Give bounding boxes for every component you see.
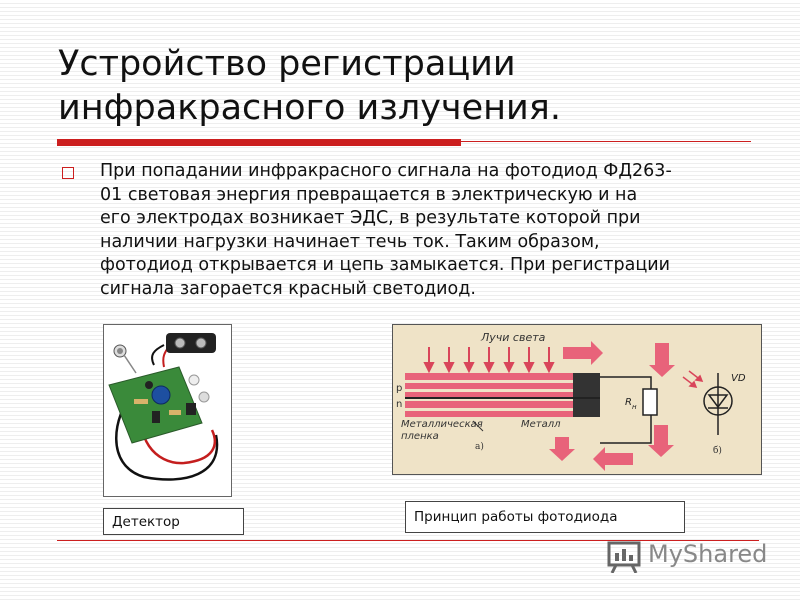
n-layer-label: n — [396, 399, 402, 410]
part-b-label: б) — [713, 445, 722, 456]
paragraph-line: его электродах возникает ЭДС, в результа… — [100, 208, 641, 228]
metal-film-label-2: пленка — [401, 431, 439, 442]
load-resistor-label: R — [625, 397, 632, 408]
title-line-1: Устройство регистрации — [58, 44, 516, 84]
detector-caption: Детектор — [103, 508, 244, 535]
site-logo-text: MyShared — [648, 540, 768, 568]
title-underline-thick — [57, 139, 461, 146]
photodiode-diagram-illustration: Лучи света p n R н Металлическая пленка … — [396, 331, 746, 471]
load-resistor-subscript: н — [632, 403, 637, 411]
light-rays-label: Лучи света — [480, 331, 546, 344]
detector-photo — [103, 324, 232, 497]
paragraph-line: фотодиод открывается и цепь замыкается. … — [100, 255, 670, 275]
title-line-2: инфракрасного излучения. — [58, 88, 561, 128]
detector-illustration — [108, 333, 219, 481]
paragraph-line: 01 световая энергия превращается в элект… — [100, 184, 638, 205]
metal-film-label-1: Металлическая — [401, 419, 483, 430]
photodiode-principle-diagram: Лучи света p n R н Металлическая пленка … — [392, 324, 762, 475]
square-bullet-icon — [62, 167, 74, 179]
p-layer-label: p — [396, 383, 402, 394]
metal-label: Металл — [521, 419, 561, 430]
paragraph-line: При попадании инфракрасного сигнала на ф… — [100, 161, 672, 181]
footer-rule — [57, 540, 759, 541]
title-underline-thin — [461, 141, 751, 142]
vd-label: VD — [731, 373, 746, 384]
slide-title: Устройство регистрации инфракрасного изл… — [58, 42, 758, 130]
principle-caption: Принцип работы фотодиода — [405, 501, 685, 533]
part-a-label: а) — [475, 441, 484, 452]
body-paragraph: При попадании инфракрасного сигнала на ф… — [100, 160, 750, 301]
paragraph-line: наличии нагрузки начинает течь ток. Таки… — [100, 231, 600, 252]
paragraph-line: сигнала загорается красный светодиод. — [100, 278, 476, 299]
presentation-board-icon — [607, 541, 641, 573]
